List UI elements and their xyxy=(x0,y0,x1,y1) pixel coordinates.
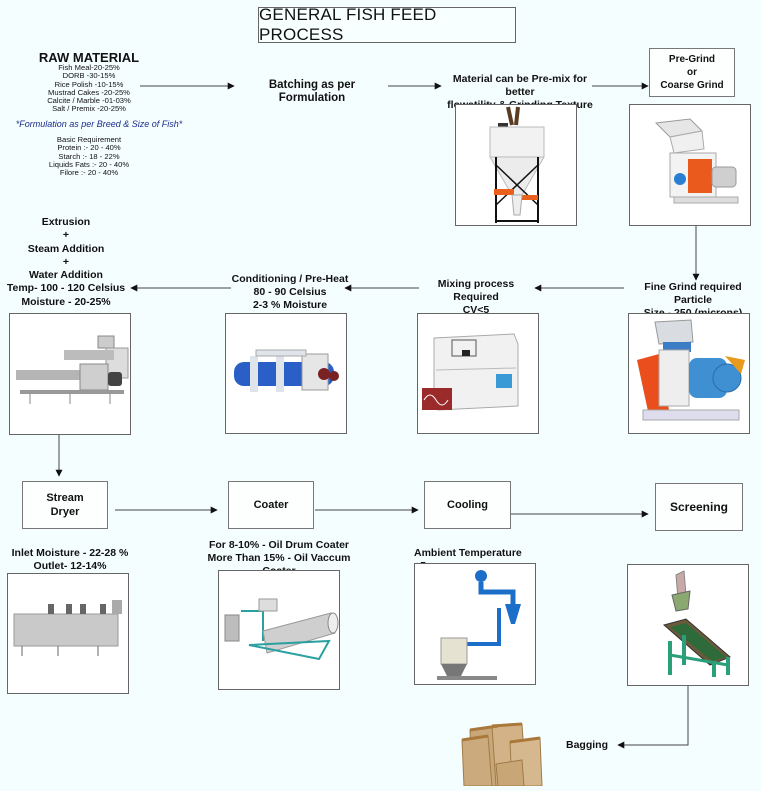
hammer-mill-image xyxy=(629,104,751,226)
dryer-note-line: Outlet- 12-14% xyxy=(33,560,107,572)
screening-box: Screening xyxy=(655,483,743,531)
pregrind-label-line: Pre-Grind xyxy=(668,54,716,65)
pregrind-box: Pre-Grind or Coarse Grind xyxy=(649,48,735,97)
requirement-line: Filore :- 20 - 40% xyxy=(59,168,119,178)
arrow-screening-to-bagging xyxy=(617,686,689,749)
counterflow-cooler-image xyxy=(414,563,536,685)
fine-grinder-icon xyxy=(637,319,745,421)
raw-material-item: Calcite / Marble -01-03% xyxy=(47,96,131,106)
extrusion-label-line: + xyxy=(62,255,70,268)
feed-bags-icon xyxy=(461,722,543,787)
extrusion-label-line: Moisture - 20-25% xyxy=(21,295,111,308)
requirement-line: Liquids Fats :- 20 - 40% xyxy=(48,159,130,169)
vibrating-screen-icon xyxy=(662,570,731,677)
drum-coater-image xyxy=(218,570,340,690)
pregrind-label-line: or xyxy=(686,67,697,78)
dryer-label: Stream Dryer xyxy=(46,491,83,519)
premix-label-line: Material can be Pre-mix for better xyxy=(452,73,588,98)
extrusion-label-line: Water Addition xyxy=(29,269,103,282)
screening-label: Screening xyxy=(669,500,729,514)
extrusion-label-line: Temp- 100 - 120 Celsius xyxy=(6,282,126,295)
raw-material-list: Fish Meal-20-25% DORB -30-15% Rice Polis… xyxy=(14,63,164,114)
ribbon-mixer-icon xyxy=(422,333,519,411)
conditioner-icon xyxy=(234,349,339,392)
ribbon-mixer-image xyxy=(417,313,539,434)
raw-material-heading: RAW MATERIAL xyxy=(38,50,140,65)
coater-box: Coater xyxy=(228,481,314,529)
mixing-label: Mixing process Required CV<5 xyxy=(414,278,538,317)
coater-note: For 8-10% - Oil Drum Coater More Than 15… xyxy=(196,539,362,578)
extruder-image xyxy=(9,313,131,435)
pregrind-label-line: Coarse Grind xyxy=(660,80,724,91)
requirement-line: Protein :- 20 - 40% xyxy=(57,143,121,153)
requirement-line: Basic Requirement xyxy=(56,135,122,144)
requirement-line: Starch :- 18 - 22% xyxy=(58,151,120,161)
extrusion-label-line: Steam Addition xyxy=(27,242,105,255)
page-title: GENERAL FISH FEED PROCESS xyxy=(258,5,516,44)
cooling-label: Cooling xyxy=(447,499,488,511)
extrusion-label-line: Extrusion xyxy=(41,216,91,228)
cooling-box: Cooling xyxy=(424,481,511,529)
extrusion-label-line: + xyxy=(62,229,70,242)
extruder-icon xyxy=(16,335,129,404)
premix-silo-image xyxy=(455,104,577,226)
extrusion-label: Extrusion + Steam Addition + Water Addit… xyxy=(6,216,126,309)
drum-coater-icon xyxy=(224,598,339,661)
dryer-note: Inlet Moisture - 22-28 % Outlet- 12-14% xyxy=(6,547,134,573)
basic-requirements: Basic Requirement Protein :- 20 - 40% St… xyxy=(24,135,154,178)
raw-material-item: Mustrad Cakes -20-25% xyxy=(48,87,130,97)
fine-grinder-image xyxy=(628,313,750,434)
conditioning-label-line: 80 - 90 Celsius xyxy=(253,286,327,298)
pregrind-label: Pre-Grind or Coarse Grind xyxy=(660,53,723,92)
bagging-label: Bagging xyxy=(566,739,608,751)
conditioner-image xyxy=(225,313,347,434)
page-title-text: GENERAL FISH FEED PROCESS xyxy=(259,5,437,44)
dryer-note-line: Inlet Moisture - 22-28 % xyxy=(11,547,129,559)
raw-material-item: Salt / Premix -20-25% xyxy=(52,104,126,114)
feed-bags-image xyxy=(458,718,553,787)
dryer-box: Stream Dryer xyxy=(22,481,108,529)
hammer-mill-icon xyxy=(654,118,739,204)
mixing-label-line: Mixing process Required xyxy=(437,278,515,303)
belt-dryer-image xyxy=(7,573,129,694)
fine-grind-label-line: Fine Grind required Particle xyxy=(644,281,742,306)
formulation-note: *Formulation as per Breed & Size of Fish… xyxy=(15,119,183,129)
silo-icon xyxy=(489,106,545,223)
vibrating-screen-image xyxy=(627,564,749,686)
batching-label: Batching as per Formulation xyxy=(268,79,356,104)
raw-material-item: DORB -30-15% xyxy=(62,71,116,81)
dryer-label-line: Dryer xyxy=(50,506,80,518)
raw-material-item: Fish Meal-20-25% xyxy=(58,63,120,72)
conditioning-label-line: 2-3 % Moisture xyxy=(252,299,328,311)
belt-dryer-icon xyxy=(13,600,122,656)
dryer-label-line: Stream xyxy=(46,492,84,504)
conditioning-label-line: Conditioning / Pre-Heat xyxy=(231,273,349,285)
raw-material-item: Rice Polish -10-15% xyxy=(54,79,124,89)
cooler-icon xyxy=(437,570,521,680)
coater-label: Coater xyxy=(253,499,289,511)
coater-note-line: For 8-10% - Oil Drum Coater xyxy=(208,539,350,551)
conditioning-label: Conditioning / Pre-Heat 80 - 90 Celsius … xyxy=(228,273,352,312)
